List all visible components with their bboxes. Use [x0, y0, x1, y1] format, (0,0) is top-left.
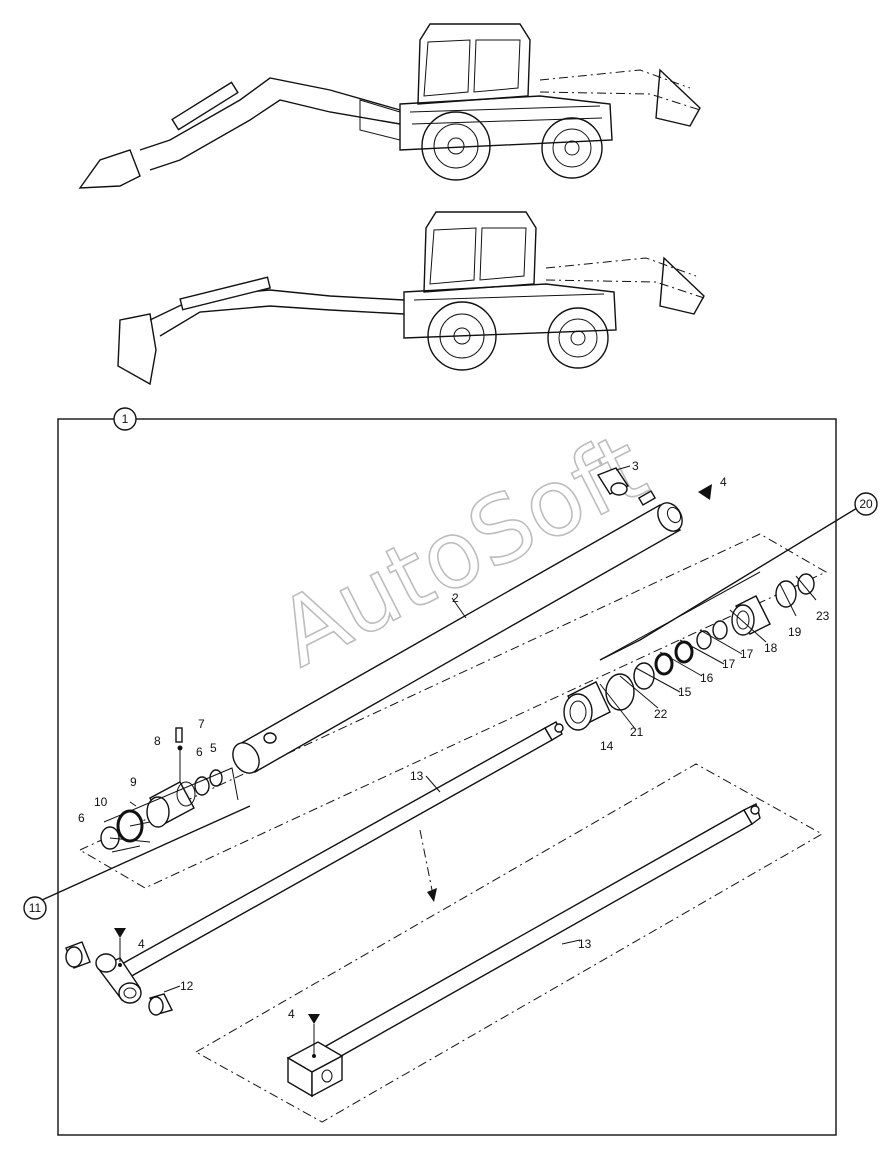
callout-label-4a: 4	[720, 475, 727, 489]
callout-label-16: 16	[700, 671, 714, 685]
callout-label-3: 3	[632, 459, 639, 473]
seal-ring-19	[775, 580, 797, 608]
seal-ring-23	[797, 573, 815, 595]
callout-label-17a: 17	[722, 657, 736, 671]
rod-eye	[95, 953, 142, 1004]
backhoe-loader-illustration-top	[78, 23, 701, 189]
port-fitting	[637, 490, 657, 506]
callout-label-9: 9	[130, 775, 137, 789]
gland-part-14	[563, 681, 611, 731]
callout-label-19: 19	[788, 625, 802, 639]
callout-label-17b: 17	[740, 647, 754, 661]
callout-label-21: 21	[630, 725, 644, 739]
seal-ring-21	[605, 673, 635, 711]
callout-1: 1	[113, 407, 137, 431]
callout-label-13a: 13	[410, 769, 424, 783]
callout-label-12: 12	[180, 979, 194, 993]
svg-text:11: 11	[29, 901, 42, 915]
callout-20: 20	[854, 492, 878, 516]
callout-20-leader	[599, 504, 863, 661]
callout-label-7: 7	[198, 717, 205, 731]
assembly-frame	[57, 418, 837, 1136]
svg-text:20: 20	[859, 497, 873, 511]
bushing-part-3	[596, 467, 630, 496]
marker-4-rod	[114, 928, 126, 938]
marker-4-upper	[698, 484, 712, 500]
pin-part-7	[175, 727, 183, 743]
svg-text:1: 1	[122, 412, 129, 426]
piston-rod-upper	[119, 721, 564, 979]
callout-11: 11	[23, 896, 47, 920]
seal-ring-17b	[712, 620, 728, 640]
piston-part-18	[731, 595, 771, 636]
callout-label-4c: 4	[288, 1007, 295, 1021]
callout-label-4b: 4	[138, 937, 145, 951]
callout-label-15: 15	[678, 685, 692, 699]
seal-ring-5	[209, 769, 223, 787]
seal-ring-17a	[696, 630, 712, 650]
callout-label-10: 10	[94, 795, 108, 809]
callout-label-2: 2	[452, 591, 459, 605]
callout-label-13b: 13	[578, 937, 592, 951]
callout-label-18: 18	[764, 641, 778, 655]
piston-rod-alternate	[286, 802, 761, 1098]
callout-label-6a: 6	[196, 745, 203, 759]
callout-11-leader	[41, 805, 251, 901]
backhoe-loader-illustration-bottom	[117, 211, 705, 386]
callout-label-23: 23	[816, 609, 830, 623]
callout-label-22: 22	[654, 707, 668, 721]
piston-part-9	[146, 781, 196, 828]
ball-part-8	[177, 745, 183, 751]
callout-label-5: 5	[210, 741, 217, 755]
seal-kit-boundary	[78, 533, 828, 889]
callout-label-14: 14	[600, 739, 614, 753]
cylinder-barrel	[232, 502, 683, 774]
alternate-rod-boundary	[194, 763, 824, 1123]
bushing-part-12	[65, 941, 174, 1016]
alternate-arrow	[419, 829, 433, 891]
callout-label-8: 8	[154, 734, 161, 748]
callout-label-6b: 6	[78, 811, 85, 825]
seal-ring-6b	[194, 776, 210, 796]
marker-4-alternate	[308, 1014, 320, 1024]
